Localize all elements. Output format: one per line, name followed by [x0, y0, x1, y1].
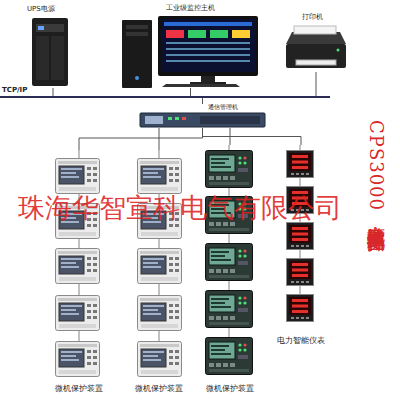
monitoring-host — [166, 54, 250, 56]
protection-device — [138, 296, 182, 331]
protection-device — [138, 342, 182, 377]
bus-connector — [79, 128, 203, 150]
diagram-title: CPS3000变电站监控系统拓扑图 — [364, 120, 388, 221]
protection-device — [138, 249, 182, 284]
protection-device — [56, 151, 253, 377]
bus-connector — [230, 128, 231, 145]
bus-connector — [316, 72, 317, 96]
printer — [296, 60, 336, 65]
node-label: 微机保护装置 — [55, 385, 103, 394]
device-wire — [79, 145, 300, 341]
device-wire — [159, 150, 160, 341]
ups-node: UPS电源 — [25, 4, 81, 88]
monitoring-host — [122, 16, 258, 88]
printer-node: 打印机 — [283, 12, 349, 72]
device-wire — [79, 150, 80, 341]
monitoring-host — [162, 84, 240, 87]
bus-connector — [159, 128, 160, 150]
printer — [286, 26, 346, 68]
communication-manager — [200, 116, 260, 124]
protection-device — [56, 296, 100, 331]
communication-manager — [140, 113, 265, 127]
ups-cabinet — [36, 36, 64, 80]
power-meter — [287, 151, 314, 322]
monitoring-host — [190, 82, 226, 84]
communication-manager — [168, 117, 172, 120]
monitoring-host — [122, 20, 152, 88]
ups-cabinet — [50, 36, 51, 80]
monitoring-host — [164, 22, 252, 26]
bus-connector — [53, 88, 54, 96]
power-meter — [287, 259, 314, 286]
protection-device — [56, 249, 100, 284]
monitoring-host — [158, 16, 258, 76]
protection-group: 微机保护装置 — [128, 150, 190, 396]
node-label: 工业级监控主机 — [166, 5, 215, 13]
watermark: 珠海华智宣科电气有限公司 — [18, 190, 342, 226]
protection-device — [206, 338, 253, 375]
ups-cabinet — [32, 18, 68, 86]
node-label: UPS电源 — [27, 6, 55, 14]
ups-cabinet — [38, 26, 44, 30]
protection-device — [206, 291, 253, 328]
printer — [294, 26, 336, 34]
host-node: 工业级监控主机 — [118, 3, 263, 88]
protection-device — [56, 159, 100, 194]
node-label: 通信管理机 — [208, 104, 238, 111]
monitoring-host — [166, 30, 184, 38]
protection-group: 微机保护装置 — [199, 145, 261, 396]
monitoring-host — [232, 30, 250, 38]
power-meter — [287, 295, 314, 322]
node-label: 电力智能仪表 — [277, 337, 325, 346]
monitoring-host — [126, 25, 148, 29]
meter-group: 电力智能仪表 — [271, 145, 331, 350]
monitoring-host — [135, 76, 139, 80]
node-label: 微机保护装置 — [135, 385, 183, 394]
power-meter — [287, 151, 314, 178]
monitoring-host — [166, 48, 250, 50]
bus-connector — [202, 98, 203, 104]
monitoring-host — [201, 76, 215, 82]
node-label: 打印机 — [302, 14, 323, 22]
monitoring-host — [161, 19, 255, 72]
monitoring-host — [210, 30, 228, 38]
bus-connector — [203, 128, 302, 145]
node-label: 微机保护装置 — [206, 385, 254, 394]
communication-manager — [182, 117, 186, 120]
printer — [337, 49, 340, 52]
protection-device — [206, 244, 253, 281]
bus-connector — [190, 88, 191, 96]
tcpip-bus: TCP/IP — [0, 96, 330, 98]
ups-cabinet — [32, 18, 68, 86]
protection-device — [56, 342, 100, 377]
protection-device — [138, 159, 182, 194]
printer — [286, 44, 346, 68]
protection-group: 微机保护装置 — [48, 150, 110, 396]
device-wire — [229, 145, 230, 337]
monitoring-host — [126, 32, 148, 36]
power-meter — [287, 223, 314, 250]
communication-manager — [175, 117, 179, 120]
communication-manager — [145, 116, 163, 124]
protection-device — [206, 151, 253, 188]
ups-cabinet — [36, 24, 64, 32]
monitoring-host — [166, 42, 250, 44]
comm-manager-node: 通信管理机 — [140, 104, 265, 128]
communication-manager — [140, 113, 265, 127]
monitoring-host — [166, 60, 250, 62]
monitoring-host — [188, 30, 206, 38]
node-label: TCP/IP — [2, 87, 27, 95]
